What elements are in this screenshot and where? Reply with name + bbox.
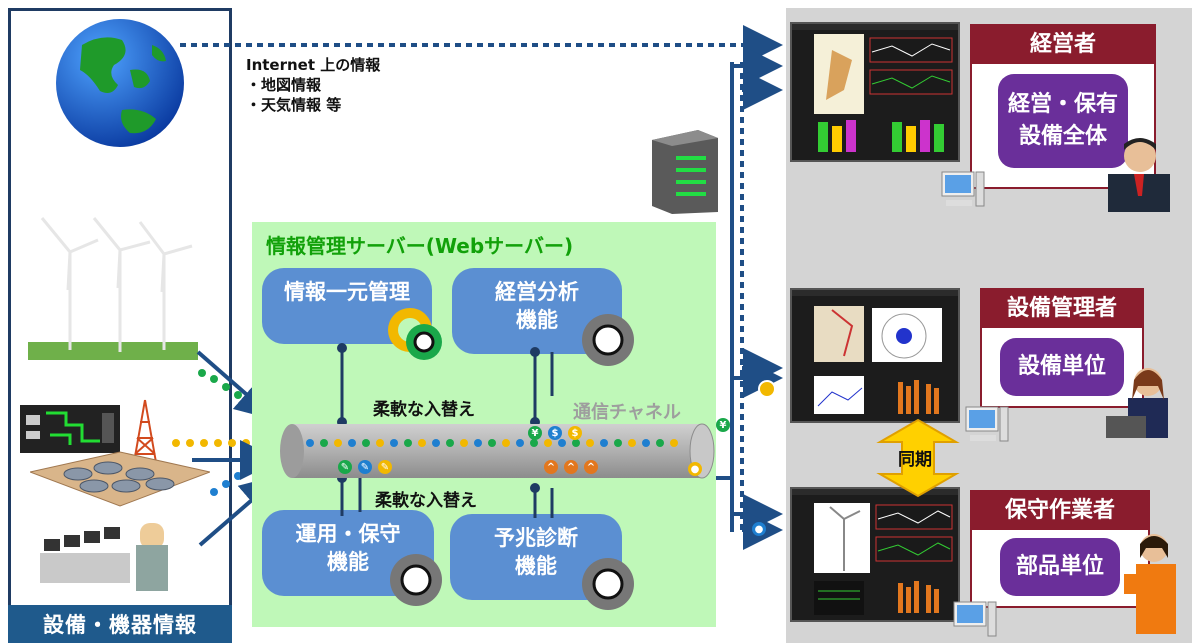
role-scope-box: 経営・保有 設備全体 — [998, 74, 1128, 168]
dashboard-screen — [814, 503, 953, 615]
gear-icon — [388, 308, 442, 360]
businessman-avatar — [1108, 138, 1170, 212]
operation-maintenance-sub: 機能 — [327, 550, 369, 574]
graduation-cap-icon: ^ — [564, 460, 578, 474]
role-title: 設備管理者 — [982, 290, 1142, 328]
predictive-diagnosis-label: 予兆診断 — [494, 526, 578, 550]
server-rack-icon — [652, 130, 718, 214]
gear-icon — [582, 314, 634, 366]
internet-info-text: Internet 上の情報 ・地図情報 ・天気情報 等 — [246, 55, 380, 115]
yen-icon: ¥ — [716, 418, 730, 432]
dashboard-monitor-bottom — [790, 487, 960, 622]
unified-management-label: 情報一元管理 — [284, 280, 410, 304]
role-card-maintenance-worker: 保守作業者 部品単位 — [970, 490, 1150, 608]
wind-turbines-image — [28, 217, 198, 360]
graduation-cap-icon: ^ — [544, 460, 558, 474]
predictive-diagnosis-sub: 機能 — [515, 554, 557, 578]
field-worker-avatar — [1124, 534, 1176, 634]
operation-maintenance-label: 運用・保守 — [295, 522, 401, 546]
internet-info-map: ・地図情報 — [246, 76, 322, 94]
gear-icon — [390, 554, 442, 606]
dollar-icon: $ — [548, 426, 562, 440]
wrench-icon: ✎ — [358, 460, 372, 474]
desktop-pc-icon — [953, 601, 997, 637]
role-title: 経営者 — [972, 26, 1154, 64]
role-scope-line1: 経営・保有 — [1007, 92, 1118, 117]
role-scope-line1: 設備単位 — [1017, 354, 1106, 379]
desktop-pc-icon — [941, 171, 985, 207]
sync-arrow-icon — [876, 418, 960, 498]
tank-farm-image — [30, 451, 210, 507]
flexible-swap-bottom-label: 柔軟な入替え — [375, 491, 477, 511]
manager-avatar — [1106, 368, 1168, 438]
desktop-pc-icon — [965, 406, 1009, 442]
internet-info-title: Internet 上の情報 — [246, 56, 381, 74]
transmission-tower-icon — [132, 399, 158, 469]
role-card-facility-manager: 設備管理者 設備単位 — [980, 288, 1144, 408]
internet-info-weather: ・天気情報 等 — [246, 96, 342, 114]
communication-channel-label: 通信チャネル — [573, 402, 681, 423]
management-analysis-label: 経営分析 — [495, 280, 579, 304]
graduation-cap-icon: ^ — [584, 460, 598, 474]
role-scope-box: 設備単位 — [1000, 338, 1124, 396]
operator-room-image — [40, 523, 168, 591]
lightbulb-icon: ● — [688, 462, 702, 476]
control-panel-image — [20, 405, 120, 453]
wrench-icon: ✎ — [338, 460, 352, 474]
dashboard-screen — [814, 306, 942, 414]
dashboard-monitor-middle — [790, 288, 960, 423]
role-card-executive: 経営者 経営・保有 設備全体 — [970, 24, 1156, 189]
yellow-circle-icon — [758, 380, 776, 398]
dollar-icon: $ — [568, 426, 582, 440]
dashboard-monitor-top — [790, 22, 960, 162]
role-scope-line2: 設備全体 — [1018, 124, 1107, 149]
flexible-swap-top-label: 柔軟な入替え — [373, 400, 475, 420]
dashboard-screen — [814, 34, 953, 152]
sync-label: 同期 — [898, 450, 932, 470]
role-title: 保守作業者 — [972, 492, 1148, 530]
globe-icon — [56, 19, 184, 147]
management-analysis-sub: 機能 — [516, 308, 558, 332]
server-title: 情報管理サーバー(Webサーバー) — [266, 234, 574, 258]
role-scope-box: 部品単位 — [1000, 538, 1120, 596]
lightbulb-icon: ● — [752, 522, 766, 536]
gear-icon — [582, 558, 634, 610]
yen-icon: ¥ — [528, 426, 542, 440]
role-scope-line1: 部品単位 — [1015, 554, 1104, 579]
equipment-info-label: 設備・機器情報 — [8, 605, 232, 643]
wrench-icon: ✎ — [378, 460, 392, 474]
